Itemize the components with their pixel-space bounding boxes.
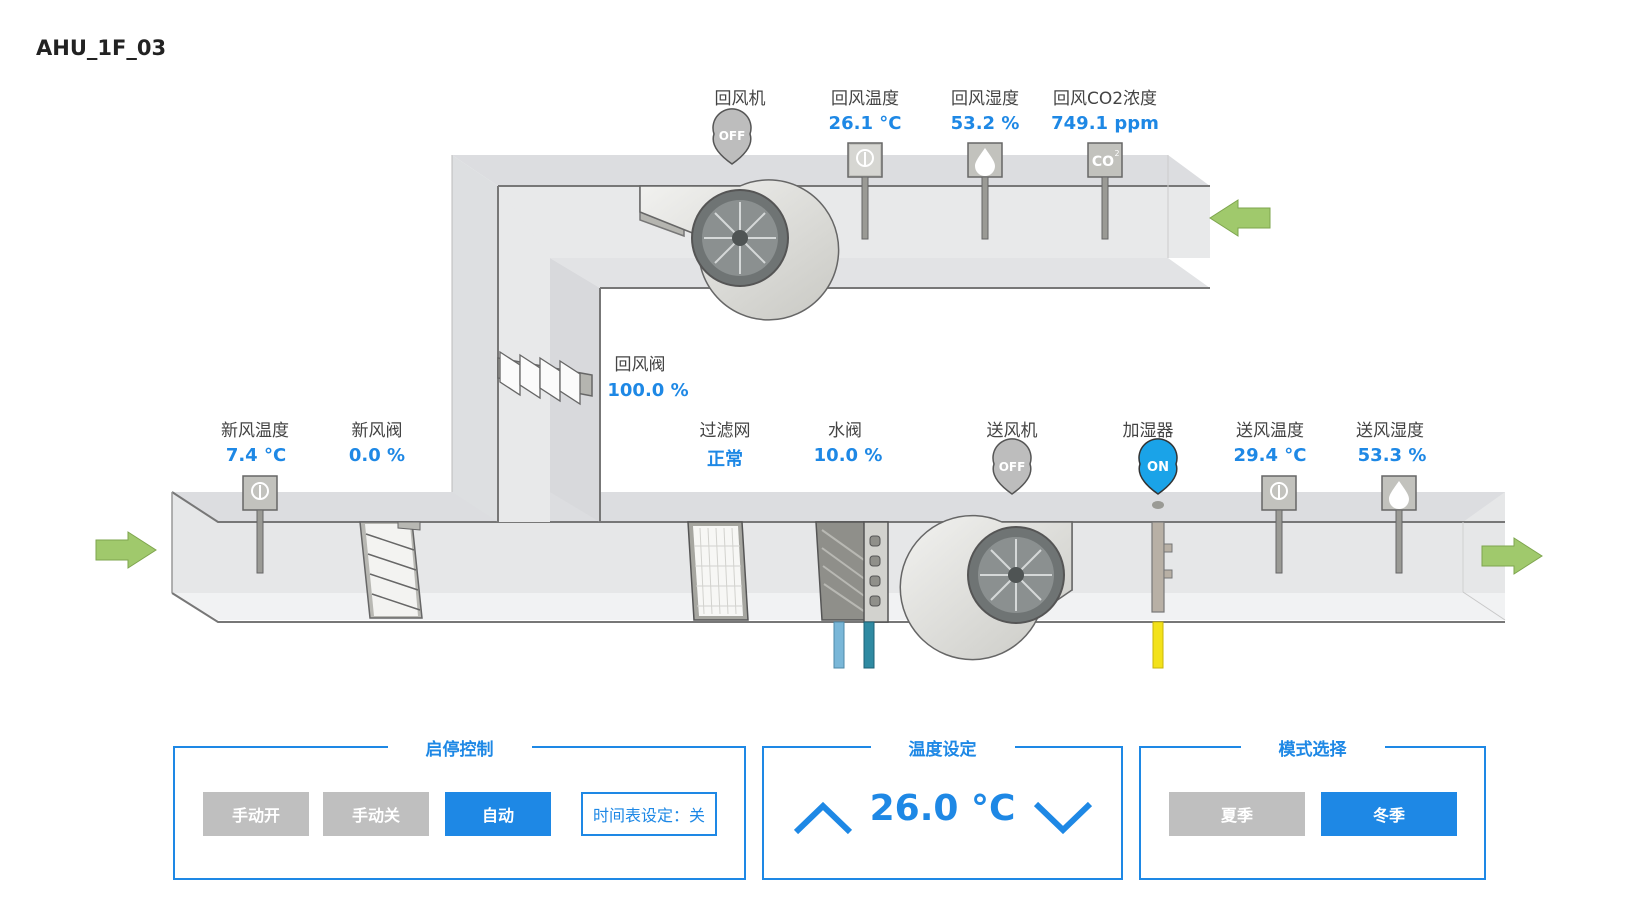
water-valve-value: 10.0 % bbox=[813, 445, 883, 466]
fresh-damper-label: 新风阀 bbox=[351, 421, 403, 441]
supply-humidity-label: 送风湿度 bbox=[1356, 421, 1424, 441]
page-title: AHU_1F_03 bbox=[36, 36, 167, 60]
fresh-damper-icon bbox=[359, 521, 423, 619]
humidifier-label: 加湿器 bbox=[1122, 421, 1174, 441]
water-coil-icon bbox=[815, 521, 889, 669]
auto-button[interactable]: 自动 bbox=[445, 792, 551, 836]
return-humidity-sensor bbox=[967, 142, 1003, 240]
fresh-temp-label: 新风温度 bbox=[221, 421, 289, 441]
water-valve-label: 水阀 bbox=[828, 421, 862, 441]
fresh-temp-sensor bbox=[242, 475, 278, 574]
return-temp-value: 26.1 °C bbox=[828, 113, 902, 134]
filter-value: 正常 bbox=[707, 449, 743, 470]
manual-on-button[interactable]: 手动开 bbox=[203, 792, 309, 836]
left-riser bbox=[451, 155, 550, 522]
temp-down-icon[interactable] bbox=[1032, 798, 1094, 838]
return-fan-status[interactable]: OFF bbox=[712, 108, 752, 165]
return-damper-label: 回风阀 bbox=[614, 355, 666, 375]
return-co2-label: 回风CO2浓度 bbox=[1052, 89, 1158, 109]
supply-humidity-value: 53.3 % bbox=[1357, 445, 1427, 466]
temperature-title: 温度设定 bbox=[870, 735, 1015, 760]
start-stop-title: 启停控制 bbox=[387, 735, 532, 760]
supply-temp-label: 送风温度 bbox=[1236, 421, 1304, 441]
supply-temp-value: 29.4 °C bbox=[1233, 445, 1307, 466]
co2-icon: CO bbox=[1092, 154, 1114, 170]
return-temp-sensor bbox=[847, 142, 883, 240]
return-co2-value: 749.1 ppm bbox=[1051, 113, 1159, 134]
ahu-diagram: OFF CO 2 bbox=[95, 108, 1543, 669]
supply-fan-status-text: OFF bbox=[999, 460, 1026, 474]
humidifier-status[interactable]: ON bbox=[1138, 438, 1178, 495]
svg-text:2: 2 bbox=[1114, 149, 1119, 158]
return-temp-label: 回风温度 bbox=[831, 89, 899, 109]
mode-title: 模式选择 bbox=[1240, 735, 1385, 760]
return-humidity-value: 53.2 % bbox=[950, 113, 1020, 134]
humidifier-icon bbox=[1151, 501, 1173, 669]
temp-up-icon[interactable] bbox=[792, 798, 854, 838]
return-fan-status-text: OFF bbox=[719, 129, 746, 143]
humidifier-status-text: ON bbox=[1147, 460, 1169, 475]
summer-mode-button[interactable]: 夏季 bbox=[1169, 792, 1305, 836]
mode-panel: 模式选择 夏季 冬季 bbox=[1139, 735, 1486, 880]
fresh-damper-value: 0.0 % bbox=[348, 445, 406, 466]
manual-off-button[interactable]: 手动关 bbox=[323, 792, 429, 836]
return-fan-icon bbox=[639, 179, 840, 321]
supply-fan-status[interactable]: OFF bbox=[992, 438, 1032, 495]
supply-fan-label: 送风机 bbox=[986, 421, 1038, 441]
return-fan-label: 回风机 bbox=[714, 89, 766, 109]
temp-setpoint-value: 26.0 °C bbox=[869, 788, 1016, 829]
supply-temp-sensor bbox=[1261, 475, 1297, 574]
return-arrow-icon bbox=[1209, 199, 1271, 237]
return-co2-sensor: CO 2 bbox=[1087, 142, 1123, 240]
supply-humidity-sensor bbox=[1381, 475, 1417, 574]
fresh-temp-value: 7.4 °C bbox=[225, 445, 287, 466]
return-damper-icon bbox=[497, 350, 593, 406]
filter-label: 过滤网 bbox=[699, 421, 751, 441]
return-humidity-label: 回风湿度 bbox=[951, 89, 1019, 109]
return-damper-value: 100.0 % bbox=[607, 380, 689, 401]
temperature-panel: 温度设定 26.0 °C bbox=[762, 735, 1123, 880]
winter-mode-button[interactable]: 冬季 bbox=[1321, 792, 1457, 836]
schedule-button[interactable]: 时间表设定：关 bbox=[581, 792, 717, 836]
supply-fan-icon bbox=[899, 514, 1073, 661]
water-drop-icon bbox=[1389, 481, 1409, 509]
intake-arrow-icon bbox=[95, 531, 157, 569]
start-stop-panel: 启停控制 手动开 手动关 自动 时间表设定：关 bbox=[173, 735, 746, 880]
water-drop-icon bbox=[975, 148, 995, 176]
exhaust-arrow-icon bbox=[1481, 537, 1543, 575]
filter-icon bbox=[687, 521, 749, 621]
